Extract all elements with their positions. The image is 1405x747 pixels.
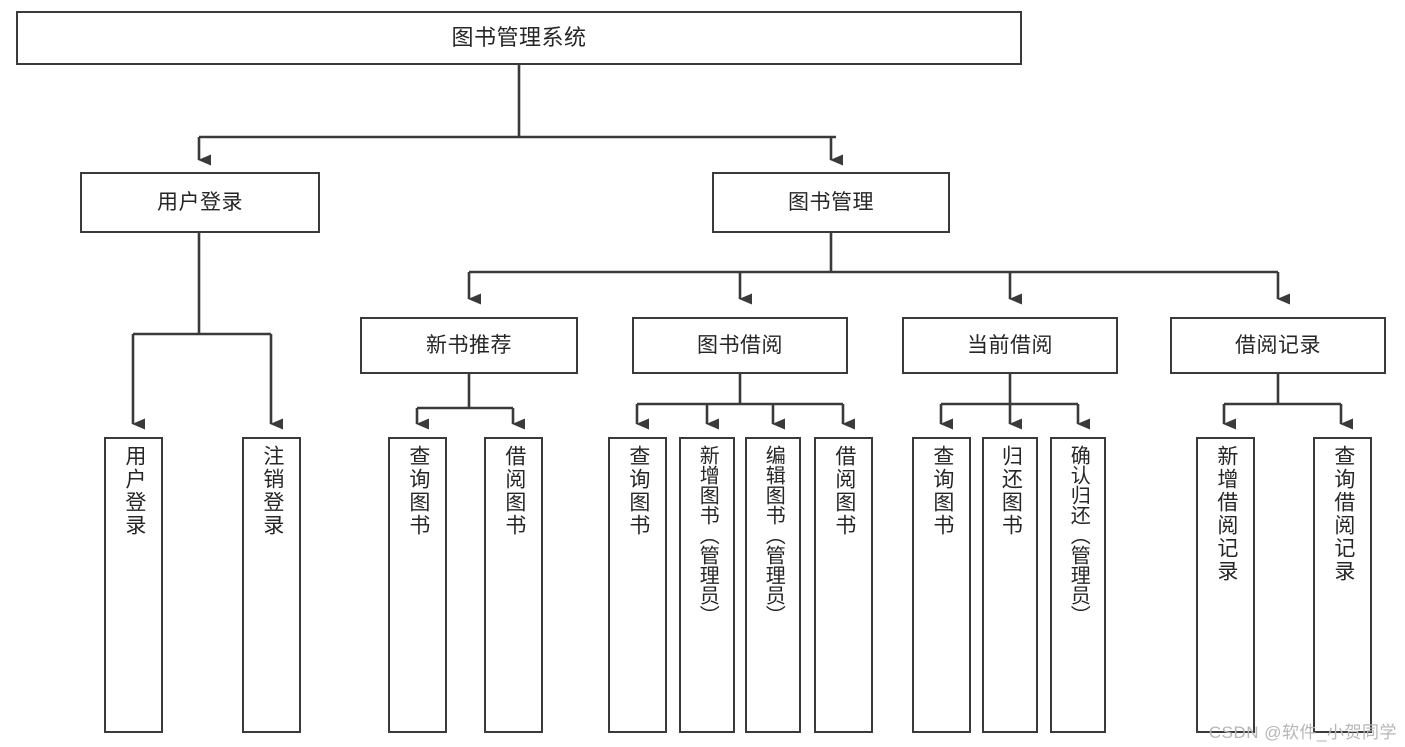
node-label: 查询借阅记录 bbox=[1331, 445, 1355, 583]
leaf-borrow-book-recommendation[interactable]: 借阅图书 bbox=[484, 437, 543, 733]
node-label: 用户登录 bbox=[157, 190, 243, 214]
node-label: 当前借阅 bbox=[967, 333, 1053, 357]
leaf-edit-book-admin[interactable]: 编辑图书（管理员） bbox=[745, 437, 801, 733]
node-borrowing-record[interactable]: 借阅记录 bbox=[1170, 317, 1386, 374]
leaf-add-book-admin[interactable]: 新增图书（管理员） bbox=[679, 437, 735, 733]
node-book-borrowing[interactable]: 图书借阅 bbox=[632, 317, 848, 374]
node-label: 注销登录 bbox=[260, 445, 284, 537]
node-label: 图书管理系统 bbox=[451, 25, 587, 51]
node-current-borrowing[interactable]: 当前借阅 bbox=[902, 317, 1118, 374]
node-label: 图书管理 bbox=[788, 190, 874, 214]
node-label: 新书推荐 bbox=[426, 333, 512, 357]
node-user-login[interactable]: 用户登录 bbox=[80, 172, 320, 233]
node-label: 查询图书 bbox=[406, 445, 430, 537]
node-book-management[interactable]: 图书管理 bbox=[712, 172, 950, 233]
node-label: 归还图书 bbox=[999, 445, 1023, 537]
leaf-return-book[interactable]: 归还图书 bbox=[982, 437, 1038, 733]
node-label: 确认归还（管理员） bbox=[1067, 445, 1090, 625]
leaf-user-logout[interactable]: 注销登录 bbox=[242, 437, 301, 733]
node-label: 借阅图书 bbox=[832, 445, 856, 537]
leaf-add-borrowing-record[interactable]: 新增借阅记录 bbox=[1196, 437, 1255, 733]
node-label: 借阅图书 bbox=[502, 445, 526, 537]
leaf-confirm-return-admin[interactable]: 确认归还（管理员） bbox=[1050, 437, 1106, 733]
node-label: 查询图书 bbox=[626, 445, 650, 537]
node-label: 查询图书 bbox=[930, 445, 954, 537]
leaf-user-login[interactable]: 用户登录 bbox=[104, 437, 163, 733]
node-label: 新增图书（管理员） bbox=[696, 445, 719, 625]
node-label: 编辑图书（管理员） bbox=[762, 445, 785, 625]
node-label: 新增借阅记录 bbox=[1214, 445, 1238, 583]
node-root-book-management-system[interactable]: 图书管理系统 bbox=[16, 11, 1022, 65]
node-label: 借阅记录 bbox=[1235, 333, 1321, 357]
leaf-query-book-current[interactable]: 查询图书 bbox=[912, 437, 971, 733]
node-label: 用户登录 bbox=[122, 445, 146, 537]
leaf-borrow-book-borrowing[interactable]: 借阅图书 bbox=[814, 437, 873, 733]
leaf-query-book-borrowing[interactable]: 查询图书 bbox=[608, 437, 667, 733]
csdn-watermark: CSDN @软件_小贺同学 bbox=[1208, 723, 1397, 742]
leaf-query-borrowing-record[interactable]: 查询借阅记录 bbox=[1313, 437, 1372, 733]
node-label: 图书借阅 bbox=[697, 333, 783, 357]
leaf-query-book-recommendation[interactable]: 查询图书 bbox=[388, 437, 447, 733]
node-new-book-recommendation[interactable]: 新书推荐 bbox=[360, 317, 578, 374]
